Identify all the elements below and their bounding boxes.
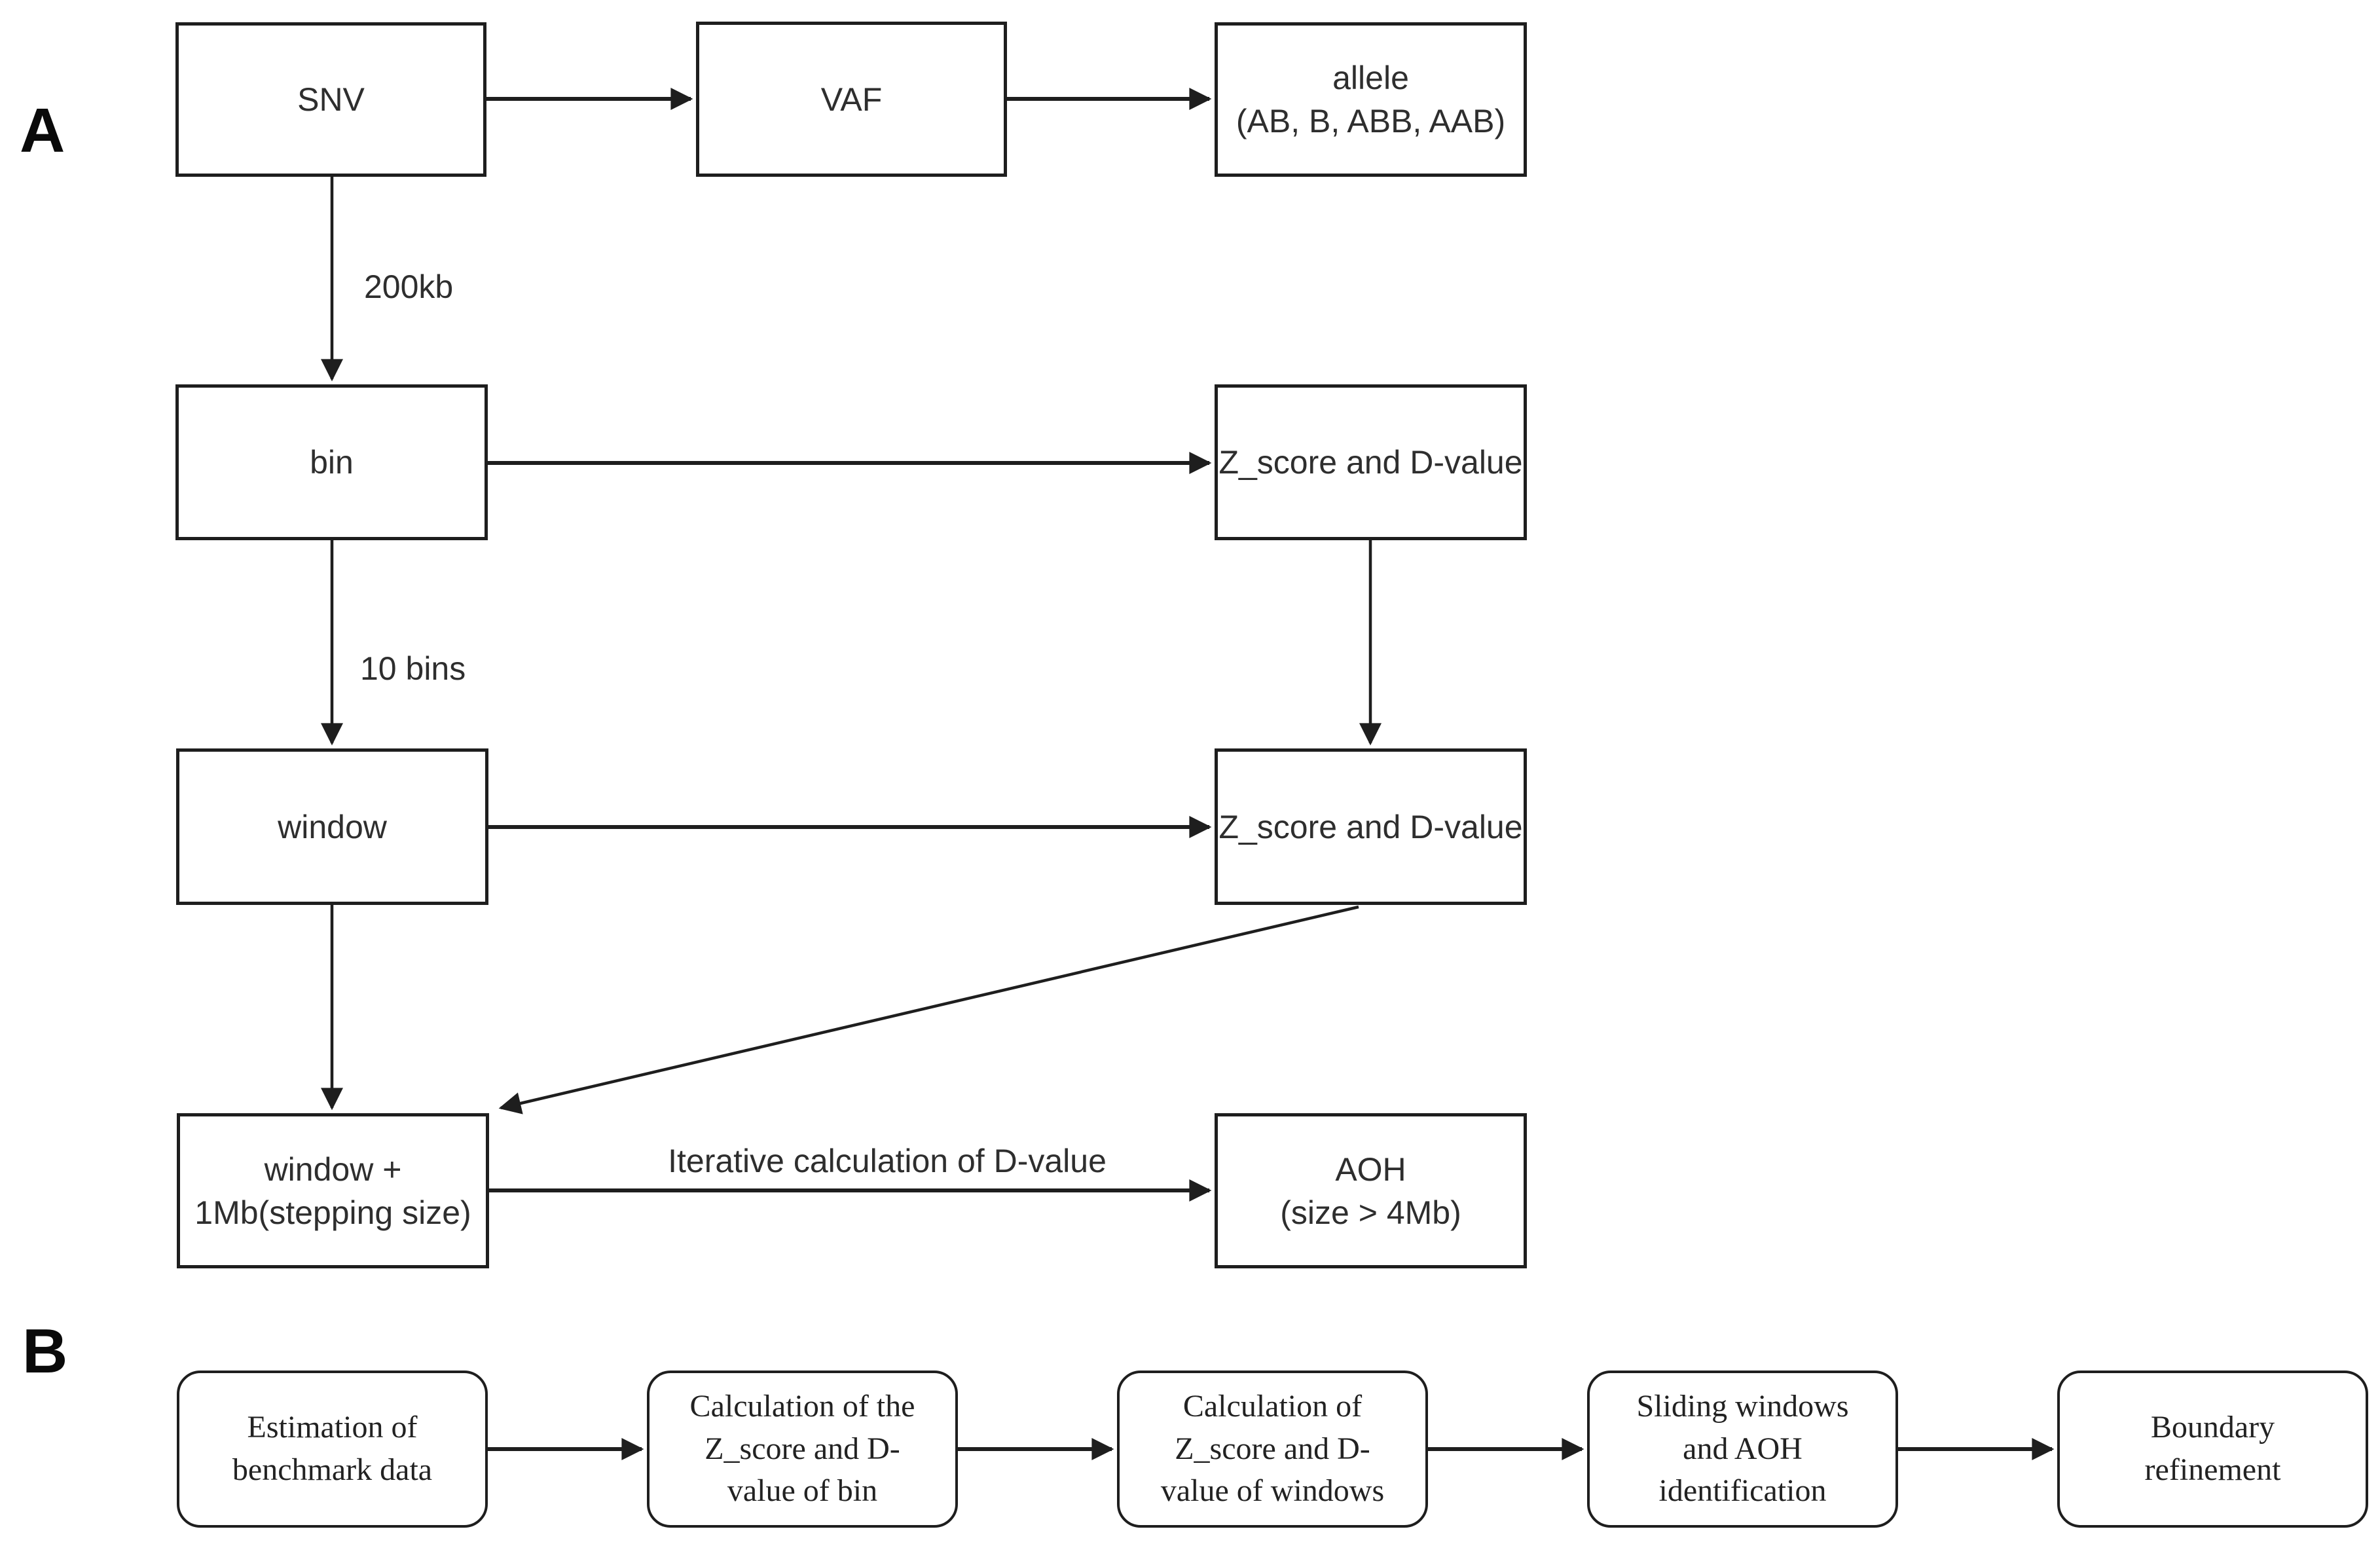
node-label: window + xyxy=(264,1150,402,1188)
node-label: allele xyxy=(1332,60,1409,96)
step-boundary: Boundary refinement xyxy=(2057,1371,2368,1528)
node-window: window xyxy=(176,748,488,905)
node-snv: SNV xyxy=(175,22,486,177)
step-label: value of windows xyxy=(1160,1473,1385,1509)
step-sliding-aoh: Sliding windows and AOH identification xyxy=(1587,1371,1898,1528)
step-label: benchmark data xyxy=(232,1452,433,1487)
node-window-step: window + 1Mb(stepping size) xyxy=(177,1113,489,1268)
step-label: Z_score and D- xyxy=(705,1431,900,1466)
node-label: (AB, B, ABB, AAB) xyxy=(1236,103,1506,139)
edge-zscorewindow-windowstep xyxy=(498,905,1359,1114)
step-label: Sliding windows xyxy=(1636,1388,1849,1424)
step-label: identification xyxy=(1658,1473,1827,1509)
step-label: Calculation of xyxy=(1182,1388,1363,1424)
step-label: and AOH xyxy=(1683,1431,1803,1466)
node-aoh: AOH (size > 4Mb) xyxy=(1215,1113,1527,1268)
node-vaf: VAF xyxy=(696,22,1007,177)
edge-label-iterative: Iterative calculation of D-value xyxy=(668,1143,1107,1179)
step-calc-windows: Calculation of Z_score and D- value of w… xyxy=(1117,1371,1428,1528)
step-label: refinement xyxy=(2144,1452,2281,1487)
node-label: SNV xyxy=(297,81,365,118)
edge-label-10-bins: 10 bins xyxy=(360,650,466,687)
node-label: 1Mb(stepping size) xyxy=(194,1194,471,1231)
node-label: AOH xyxy=(1335,1150,1406,1188)
node-allele: allele (AB, B, ABB, AAB) xyxy=(1215,22,1527,177)
panel-b-label: B xyxy=(22,1316,68,1386)
node-label: (size > 4Mb) xyxy=(1280,1194,1461,1231)
node-bin: bin xyxy=(175,384,488,540)
step-label: Calculation of the xyxy=(689,1388,915,1424)
step-label: Z_score and D- xyxy=(1175,1431,1370,1466)
node-label: Z_score and D-value xyxy=(1218,444,1523,481)
node-zscore-window: Z_score and D-value xyxy=(1215,748,1527,905)
step-calc-bin: Calculation of the Z_score and D- value … xyxy=(647,1371,958,1528)
node-label: window xyxy=(278,808,387,845)
step-estimation: Estimation of benchmark data xyxy=(177,1371,488,1528)
step-label: value of bin xyxy=(727,1473,878,1509)
edge-label-200kb: 200kb xyxy=(364,268,454,305)
node-label: Z_score and D-value xyxy=(1218,808,1523,845)
step-label: Boundary xyxy=(2150,1410,2275,1445)
node-label: VAF xyxy=(820,81,883,118)
panel-a-label: A xyxy=(20,96,65,166)
node-label: bin xyxy=(310,444,354,481)
node-zscore-bin: Z_score and D-value xyxy=(1215,384,1527,540)
step-label: Estimation of xyxy=(247,1410,418,1445)
